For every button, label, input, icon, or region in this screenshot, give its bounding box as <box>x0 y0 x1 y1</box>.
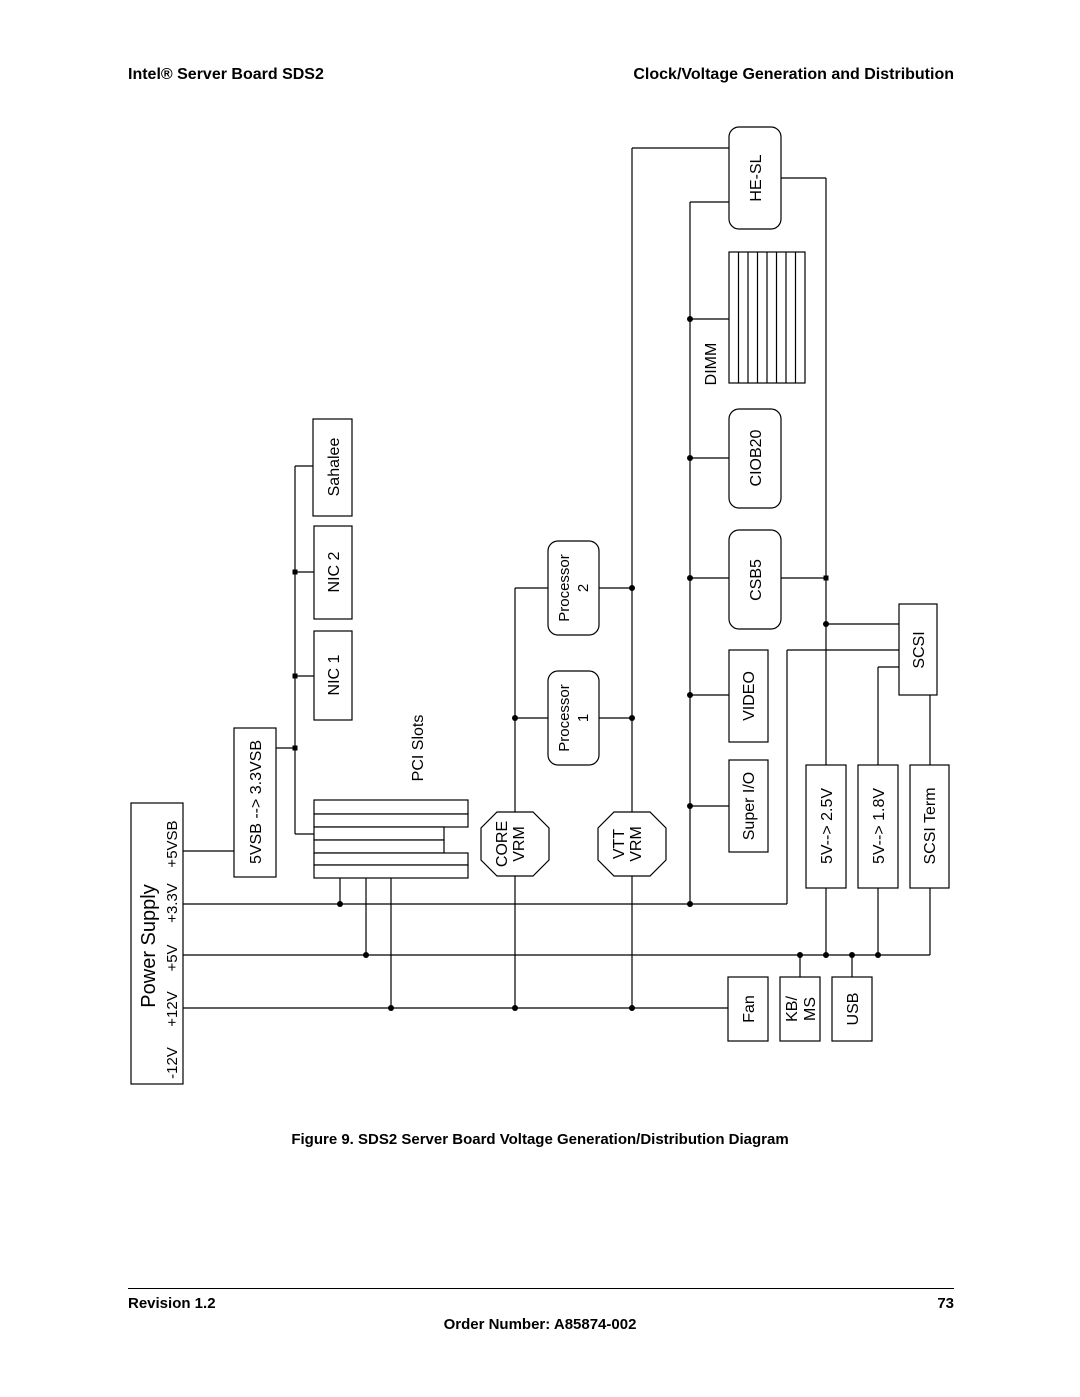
vsb-converter-label: 5VSB --> 3.3VSB <box>248 740 265 864</box>
vtt-vrm-octagon <box>597 811 667 877</box>
processor2-label-2: 2 <box>575 584 592 592</box>
rail-label-plus5vsb: +5VSB <box>164 820 181 867</box>
nic2-label: NIC 2 <box>326 551 343 592</box>
usb-label: USB <box>845 993 862 1026</box>
conv-18-box <box>857 764 899 889</box>
header-title: Intel® Server Board SDS2 <box>128 66 324 83</box>
rail-label-plus12v: +12V <box>164 991 181 1026</box>
footer-order-number: Order Number: A85874-002 <box>443 1316 637 1333</box>
power-supply-box <box>130 802 184 1085</box>
rail-label-plus5v: +5V <box>164 944 181 971</box>
wires <box>183 147 931 1009</box>
scsi-term-label: SCSI Term <box>922 787 939 864</box>
fan-label: Fan <box>741 995 758 1023</box>
scsi-term-box <box>909 764 950 889</box>
super-io-box <box>728 759 769 853</box>
cioB20-box <box>728 408 782 509</box>
core-vrm-label-2: VRM <box>511 826 528 862</box>
processor1-label-1: Processor <box>556 684 573 752</box>
processor2-label-1: Processor <box>556 554 573 622</box>
dimm-stack <box>728 251 806 384</box>
conv-25-label: 5V--> 2.5V <box>819 788 836 864</box>
csb5-box <box>728 529 782 630</box>
pci-slots-label: PCI Slots <box>410 715 427 782</box>
kbms-label-2: MS <box>802 997 819 1021</box>
scsi-box <box>898 603 938 696</box>
junction-dots <box>292 316 881 1011</box>
video-box <box>728 649 769 743</box>
rail-label-plus33v: +3.3V <box>164 883 181 923</box>
processor1-label-2: 1 <box>575 714 592 722</box>
dimm-label: DIMM <box>703 343 720 386</box>
video-label: VIDEO <box>741 671 758 721</box>
processor1-box <box>547 670 600 766</box>
kbms-label-1: KB/ <box>784 996 801 1022</box>
fan-box <box>727 976 769 1042</box>
footer-revision: Revision 1.2 <box>128 1295 216 1312</box>
core-vrm-octagon <box>480 811 550 877</box>
conv-18-label: 5V--> 1.8V <box>871 788 888 864</box>
nic2-box <box>313 525 353 620</box>
cioB20-label: CIOB20 <box>748 429 765 486</box>
super-io-label: Super I/O <box>741 772 758 840</box>
conv-25-box <box>805 764 847 889</box>
sahalee-label: Sahalee <box>326 438 343 497</box>
block-shapes <box>130 126 950 1085</box>
he-sl-box <box>728 126 782 230</box>
he-sl-label: HE-SL <box>748 154 765 201</box>
nic1-box <box>313 630 353 721</box>
header-section: Clock/Voltage Generation and Distributio… <box>633 66 954 83</box>
kbms-box <box>779 976 821 1042</box>
processor2-box <box>547 540 600 636</box>
scsi-label: SCSI <box>911 631 928 668</box>
vtt-vrm-label-2: VRM <box>628 826 645 862</box>
usb-box <box>831 976 873 1042</box>
vsb-converter-box <box>233 727 277 878</box>
footer-page-number: 73 <box>937 1295 954 1312</box>
nic1-label: NIC 1 <box>326 654 343 695</box>
core-vrm-label-1: CORE <box>494 821 511 867</box>
vtt-vrm-label-1: VTT <box>611 829 628 859</box>
footer-divider <box>128 1288 954 1289</box>
csb5-label: CSB5 <box>748 559 765 601</box>
power-supply-title: Power Supply <box>138 884 160 1007</box>
figure-caption: Figure 9. SDS2 Server Board Voltage Gene… <box>291 1131 789 1148</box>
rail-label-minus12v: -12V <box>164 1047 181 1079</box>
sahalee-box <box>312 418 353 517</box>
pci-slots <box>313 799 469 879</box>
